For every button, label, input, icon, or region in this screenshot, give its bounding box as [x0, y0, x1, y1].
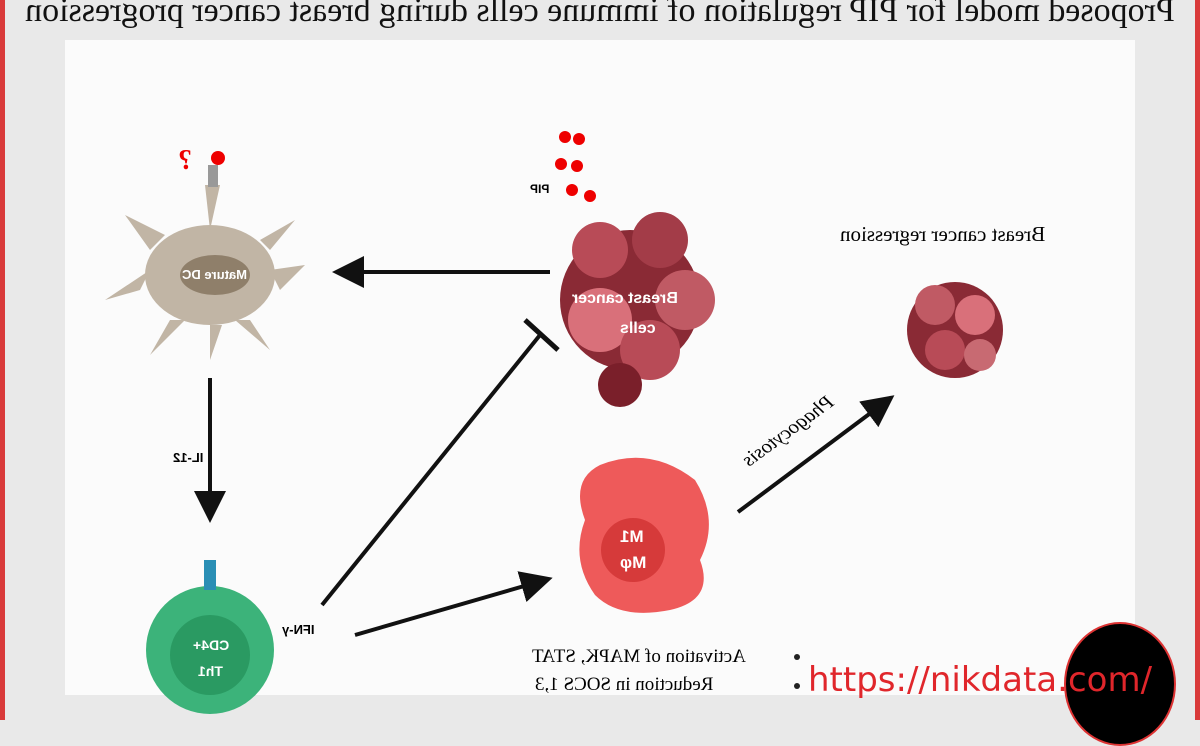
inhibition-line: [320, 333, 542, 607]
m1-macrophage: [579, 457, 709, 613]
m1-label-1: M1: [620, 527, 644, 546]
cancer-label-2: cells: [620, 320, 656, 337]
ifng-label: IFN-γ: [282, 622, 315, 637]
diagram-graphics: [105, 131, 1003, 714]
pip-dots: [555, 131, 596, 202]
th1-label-2: Th1: [198, 663, 223, 679]
dc-label: Mature DC: [182, 267, 248, 282]
regression-cells: [907, 282, 1003, 378]
il12-label: IL-12: [173, 450, 204, 465]
dc-receptor: [208, 165, 218, 187]
watermark-url: https://nikdata.com/: [808, 660, 1153, 700]
pip-dot: [211, 151, 225, 165]
arrow-phagocytosis: [736, 395, 895, 514]
frame: [0, 0, 1200, 720]
bullet-2: Reduction in SOCS 1,3: [535, 674, 714, 695]
mature-dc-cell: [105, 185, 305, 360]
regression-label: Breast cancer regression: [840, 222, 1046, 246]
question-mark: ?: [178, 145, 192, 176]
tcr-receptor: [204, 560, 216, 590]
inhibition-bar: [523, 318, 560, 352]
bullet-dots: [794, 654, 800, 689]
breast-cancer-cells: [560, 212, 715, 407]
th1-label-1: CD4+: [193, 637, 230, 653]
arrow-ifng-to-m1: [354, 571, 553, 637]
m1-label-2: Mφ: [620, 553, 647, 572]
pip-label: PIP: [530, 182, 550, 196]
cancer-label-1: Breast cancer: [572, 290, 678, 307]
bullet-1: Activation of MAPK, STAT: [532, 646, 746, 667]
